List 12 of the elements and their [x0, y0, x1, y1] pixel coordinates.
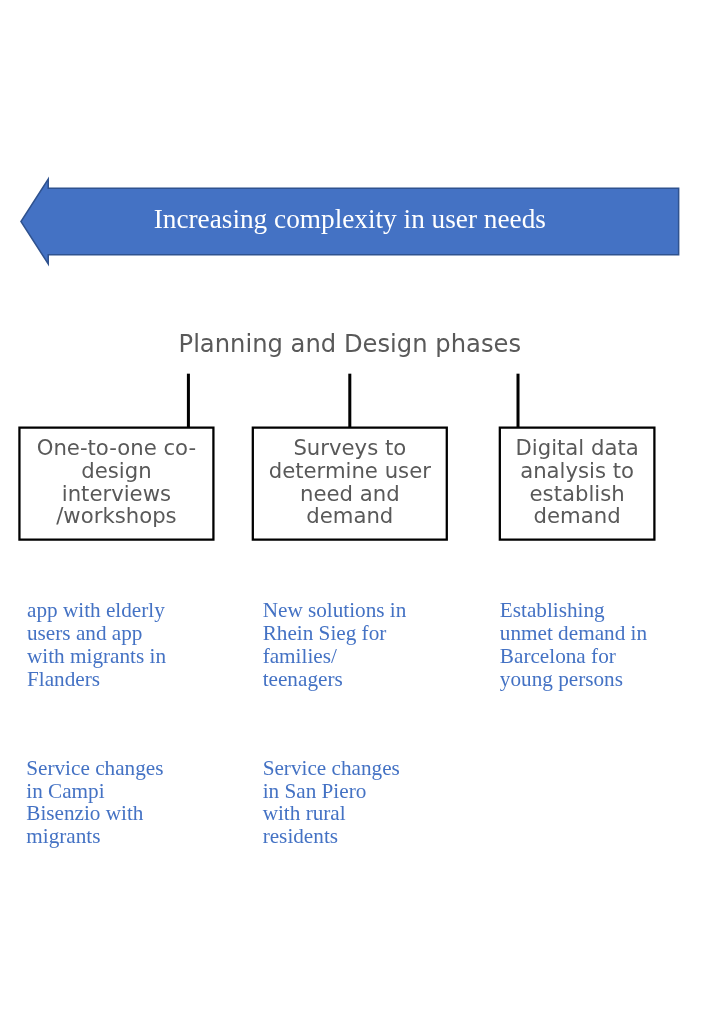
label: Establishing unmet demand in Barcelona for young persons [499, 598, 648, 691]
connector [186, 373, 190, 428]
connector [348, 373, 352, 428]
node-text: Planning and Design phases [178, 328, 522, 358]
label: Service changes in San Piero with rural residents [262, 755, 400, 849]
connector [516, 373, 520, 428]
node-box: One-to-one co-design interviews /workshops [18, 426, 215, 541]
node-box: Digital data analysis to establish demand [498, 426, 656, 541]
node-box: Surveys to determine user need and demand [251, 426, 448, 541]
label: New solutions in Rhein Sieg for families/ teenagers [262, 598, 407, 691]
label: Service changes in Campi Bisenzio with migrants [26, 755, 164, 849]
label: app with elderly users and app with migrants in Flanders [27, 598, 167, 691]
